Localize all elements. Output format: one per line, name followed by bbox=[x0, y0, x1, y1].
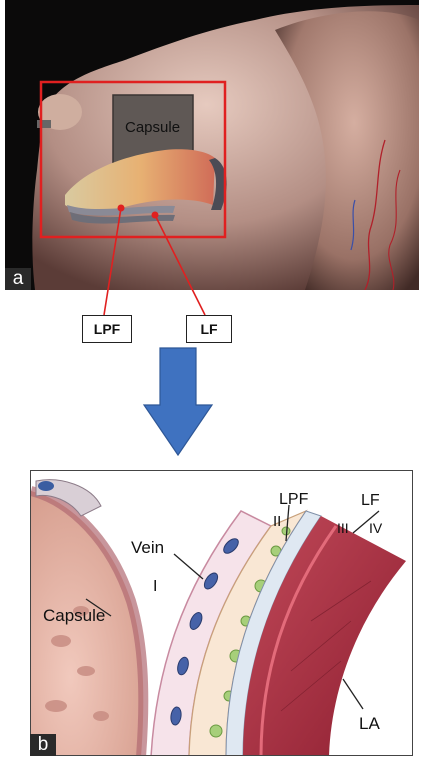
panel-a-rendering: Capsule a bbox=[5, 0, 419, 290]
panel-b-letter: b bbox=[30, 734, 56, 756]
capsule-label-b: Capsule bbox=[43, 606, 105, 625]
layer-iii-label: III bbox=[337, 520, 349, 536]
vein-label: Vein bbox=[131, 538, 164, 557]
panel-b-tags: Vein I Capsule II LPF LF III IV LA bbox=[31, 471, 413, 756]
la-label: LA bbox=[359, 714, 380, 733]
lpf-callout-box: LPF bbox=[82, 315, 132, 343]
capsule-label-a: Capsule bbox=[125, 119, 180, 136]
capsule-tag: Capsule bbox=[5, 0, 419, 290]
down-arrow bbox=[144, 348, 212, 455]
panel-a-letter: a bbox=[5, 268, 31, 290]
panel-b-illustration: Vein I Capsule II LPF LF III IV LA bbox=[30, 470, 413, 756]
layer-ii-label: II bbox=[273, 513, 281, 530]
lf-callout-box: LF bbox=[186, 315, 232, 343]
lf-label: LF bbox=[361, 492, 380, 509]
lpf-label: LPF bbox=[279, 491, 309, 508]
layer-iv-label: IV bbox=[369, 520, 383, 536]
layer-i-label: I bbox=[153, 578, 157, 595]
